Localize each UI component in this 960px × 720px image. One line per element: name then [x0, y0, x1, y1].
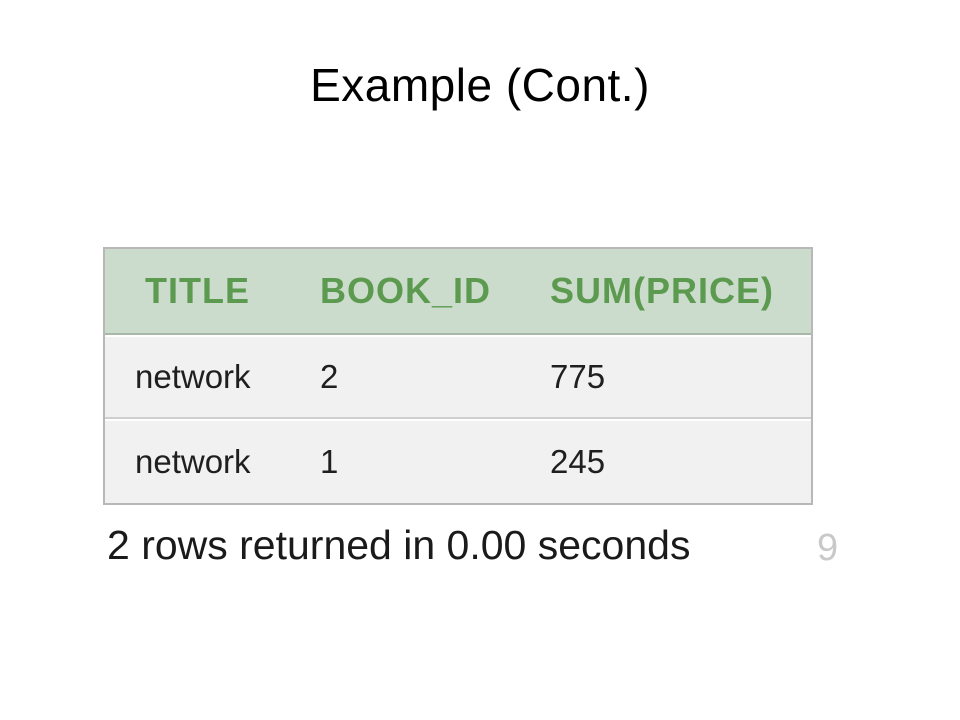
cell-title: network: [135, 443, 251, 480]
cropped-text-fragment: 9: [817, 527, 839, 569]
cell-title: network: [135, 358, 251, 395]
table-row: network 2 775: [105, 335, 811, 419]
rows-returned-status: 2 rows returned in 0.00 seconds: [107, 522, 691, 568]
slide-title: Example (Cont.): [310, 59, 650, 111]
cell-book-id: 2: [320, 358, 339, 395]
table-header: TITLE BOOK_ID SUM(PRICE): [105, 249, 811, 335]
cell-sum-price: 245: [550, 443, 606, 480]
cell-sum-price: 775: [550, 358, 606, 395]
column-header-sum-price: SUM(PRICE): [550, 270, 774, 311]
column-header-title: TITLE: [145, 270, 250, 311]
cell-book-id: 1: [320, 443, 339, 480]
table-row: network 1 245: [105, 419, 811, 503]
query-results-table: TITLE BOOK_ID SUM(PRICE) network 2 775 n…: [103, 247, 813, 505]
column-header-book-id: BOOK_ID: [320, 270, 492, 311]
